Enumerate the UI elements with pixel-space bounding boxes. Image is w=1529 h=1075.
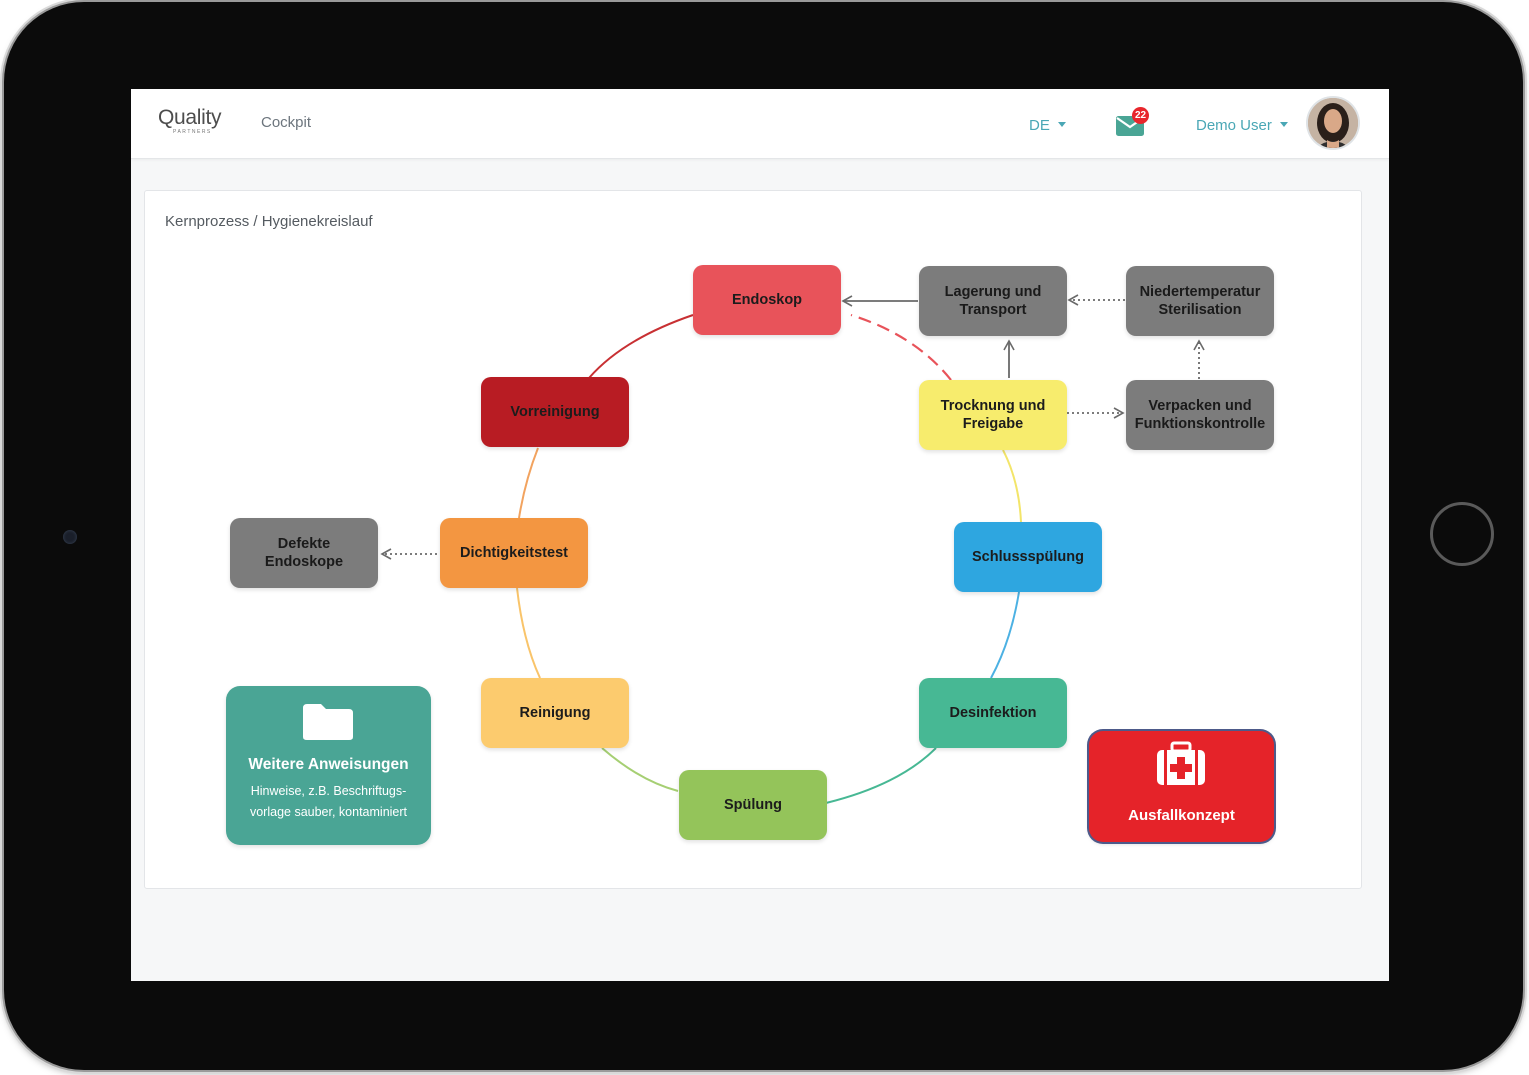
node-trocknung-label: Trocknung und Freigabe (941, 397, 1046, 433)
node-desinfektion-label: Desinfektion (949, 705, 1037, 721)
user-name-label: Demo User (1196, 117, 1272, 134)
breadcrumb: Kernprozess / Hygienekreislauf (165, 213, 373, 230)
node-reinigung-label: Reinigung (519, 705, 591, 721)
process-card: Kernprozess / Hygienekreislauf (144, 190, 1362, 889)
node-spuelung[interactable]: Spülung (679, 770, 827, 840)
logo-subtext: PARTNERS (173, 129, 212, 135)
chevron-down-icon (1279, 122, 1288, 127)
node-niedertemp-label: Niedertemperatur Sterilisation (1140, 283, 1261, 319)
node-lagerung-line1: Lagerung und (944, 284, 1042, 300)
node-vorreinigung[interactable]: Vorreinigung (481, 377, 629, 447)
node-dichtigkeitstest-label: Dichtigkeitstest (460, 545, 568, 561)
node-lagerung-label: Lagerung und Transport (945, 283, 1042, 319)
chevron-down-icon (1057, 122, 1066, 127)
language-label: DE (1029, 117, 1050, 134)
node-niedertemp-line2: Sterilisation (1158, 302, 1242, 318)
node-verpacken-funktionskontrolle[interactable]: Verpacken und Funktionskontrolle (1126, 380, 1274, 450)
link-dichtigkeitstest-reinigung (516, 587, 541, 679)
link-vorreinigung-dichtigkeitstest (518, 447, 539, 519)
process-diagram-lines (380, 294, 1205, 804)
mail-count-badge: 22 (1132, 107, 1149, 124)
info-card-text: Hinweise, z.B. Beschriftugs- vorlage sau… (236, 781, 421, 823)
link-schlussspuelung-trocknung (1002, 449, 1022, 523)
ausfallkonzept-label: Ausfallkonzept (1128, 807, 1235, 824)
node-desinfektion[interactable]: Desinfektion (919, 678, 1067, 748)
node-verpacken-line1: Verpacken und (1148, 398, 1252, 414)
avatar[interactable] (1308, 98, 1358, 148)
info-card-line1: Hinweise, z.B. Beschriftugs- (250, 784, 407, 798)
node-spuelung-label: Spülung (724, 797, 782, 813)
node-trocknung-line1: Trocknung und (940, 398, 1046, 414)
link-spuelung-desinfektion (825, 747, 937, 804)
avatar-image (1308, 98, 1358, 148)
link-desinfektion-schlussspuelung (990, 591, 1020, 679)
node-schlussspuelung[interactable]: Schlussspülung (954, 522, 1102, 592)
logo[interactable]: Quality PARTNERS (158, 107, 228, 137)
node-lagerung-line2: Transport (959, 302, 1027, 318)
info-card-line2: vorlage sauber, kontaminiert (249, 805, 408, 819)
node-vorreinigung-label: Vorreinigung (510, 404, 600, 420)
info-card-title: Weitere Anweisungen (248, 756, 409, 773)
first-aid-kit-icon (1157, 741, 1205, 785)
node-niedertemperatur-sterilisation[interactable]: Niedertemperatur Sterilisation (1126, 266, 1274, 336)
node-endoskop-label: Endoskop (731, 292, 803, 308)
node-reinigung[interactable]: Reinigung (481, 678, 629, 748)
top-navbar: Quality PARTNERS Cockpit DE 22 Demo User (131, 89, 1389, 159)
folder-icon (303, 704, 353, 740)
nav-cockpit-link[interactable]: Cockpit (261, 114, 312, 131)
node-endoskop[interactable]: Endoskop (693, 265, 841, 335)
weitere-anweisungen-card[interactable]: Weitere Anweisungen Hinweise, z.B. Besch… (226, 686, 431, 845)
node-dichtigkeitstest[interactable]: Dichtigkeitstest (440, 518, 588, 588)
home-button[interactable] (1430, 502, 1494, 566)
node-trocknung-freigabe[interactable]: Trocknung und Freigabe (919, 380, 1067, 450)
node-verpacken-label: Verpacken und Funktionskontrolle (1135, 397, 1266, 433)
node-niedertemp-line1: Niedertemperatur (1139, 284, 1261, 300)
app-screen: Quality PARTNERS Cockpit DE 22 Demo User (131, 89, 1389, 981)
camera-icon (63, 530, 77, 544)
node-defekte-line2: Endoskope (264, 554, 344, 570)
ausfallkonzept-button[interactable]: Ausfallkonzept (1089, 731, 1274, 842)
node-verpacken-line2: Funktionskontrolle (1134, 416, 1266, 432)
link-endoskop-vorreinigung (588, 314, 694, 379)
user-menu-dropdown[interactable]: Demo User (1196, 117, 1288, 134)
node-defekte-line1: Defekte (277, 536, 331, 552)
link-trocknung-endoskop (850, 313, 952, 381)
language-dropdown[interactable]: DE (1029, 117, 1066, 134)
node-trocknung-line2: Freigabe (962, 416, 1024, 432)
node-defekte-endoskope[interactable]: Defekte Endoskope (230, 518, 378, 588)
logo-text: Quality (158, 106, 222, 129)
node-lagerung-transport[interactable]: Lagerung und Transport (919, 266, 1067, 336)
node-defekte-label: Defekte Endoskope (265, 535, 343, 571)
node-schlussspuelung-label: Schlussspülung (972, 549, 1084, 565)
link-reinigung-spuelung (601, 747, 679, 792)
